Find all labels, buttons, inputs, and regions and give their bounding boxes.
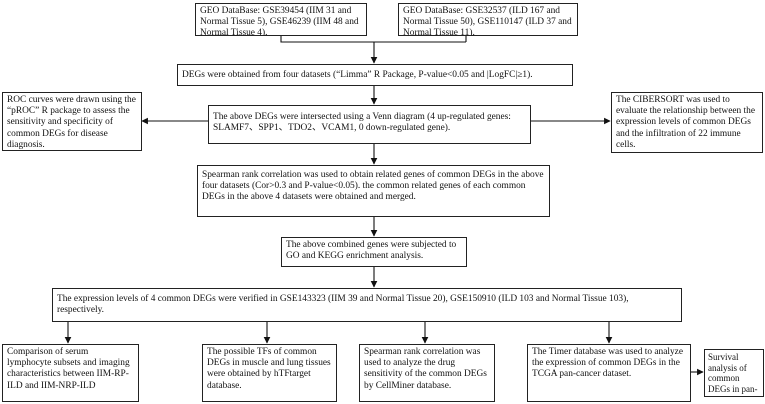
box-serum: Comparison of serum lymphocyte subsets a… xyxy=(2,344,139,402)
box-venn: The above DEGs were intersected using a … xyxy=(208,105,531,144)
connector-geo-left xyxy=(280,35,466,43)
box-cibersort: The CIBERSORT was used to evaluate the r… xyxy=(611,92,763,153)
box-roc: ROC curves were drawn using the “pROC” R… xyxy=(2,92,142,151)
box-geo-left: GEO DataBase: GSE39454 (IIM 31 and Norma… xyxy=(195,3,367,36)
box-go-kegg: The above combined genes were subjected … xyxy=(281,237,467,267)
box-tfs: The possible TFs of common DEGs in muscl… xyxy=(202,344,337,402)
box-degs: DEGs were obtained from four datasets (“… xyxy=(177,64,573,86)
box-timer: The Timer database was used to analyze t… xyxy=(527,344,691,402)
box-verified: The expression levels of 4 common DEGs w… xyxy=(52,288,682,322)
box-geo-right: GEO DataBase: GSE32537 (ILD 167 and Norm… xyxy=(398,3,578,36)
box-spearman: Spearman rank correlation was used to ob… xyxy=(197,165,550,217)
box-drug: Spearman rank correlation was used to an… xyxy=(359,344,495,402)
box-survival: Survival analysis of common DEGs in pan-… xyxy=(704,349,764,397)
